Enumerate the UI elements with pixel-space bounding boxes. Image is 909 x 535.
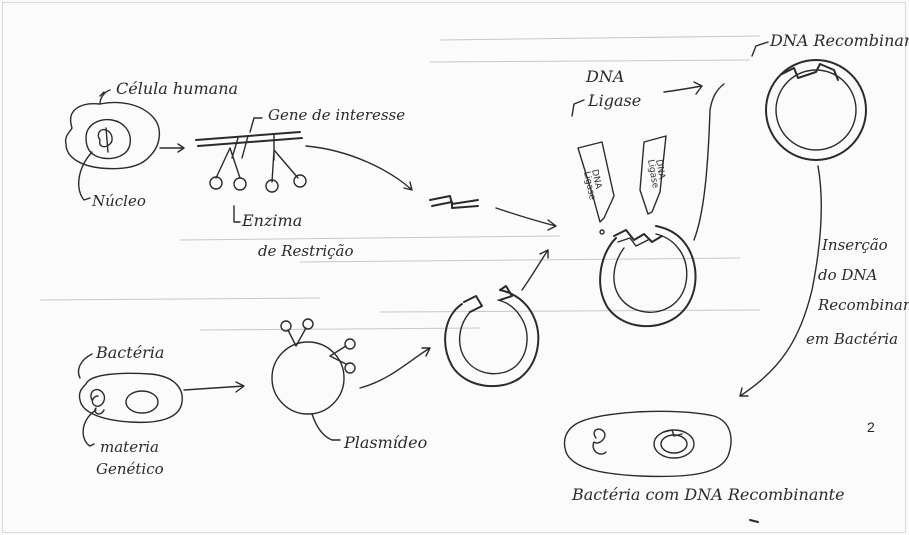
ligase-tube-1: DNA Ligase	[578, 142, 614, 234]
label-insercao-3: Recombinan	[817, 296, 909, 314]
label-plasmideo: Plasmídeo	[343, 433, 427, 452]
enzima-pointer	[234, 206, 240, 222]
gene-with-restriction-enzymes	[196, 132, 306, 192]
plasmid	[272, 319, 355, 414]
arrow-fragment-to-ligation	[496, 208, 556, 230]
arrow-ligase-to-recombinant	[664, 82, 702, 94]
label-materia-2: Genético	[96, 460, 164, 478]
label-enzima-1: Enzima	[241, 211, 302, 230]
label-dna-recombinante-top: DNA Recombinan	[769, 31, 909, 50]
label-ligase-title-1: DNA	[585, 67, 624, 86]
recombinant-plasmid	[766, 60, 866, 160]
arrow-insertion	[740, 166, 821, 396]
ink-mark	[750, 520, 758, 522]
arrow-bacteria-to-plasmid	[184, 382, 244, 392]
label-celula-humana: Célula humana	[116, 79, 238, 98]
ligase-pointer	[572, 100, 584, 116]
human-cell	[66, 103, 160, 169]
bacteria-cell	[79, 373, 182, 422]
page-number: 2	[867, 419, 875, 435]
label-bacteria: Bactéria	[95, 343, 164, 362]
label-nucleo: Núcleo	[91, 192, 146, 210]
arrow-open-to-ligation	[522, 250, 548, 290]
final-bacteria	[564, 411, 731, 476]
label-ligase-title-2: Ligase	[587, 91, 641, 110]
arrow-plasmid-to-open	[360, 348, 430, 388]
arrow-gene-to-fragment	[306, 146, 412, 190]
label-enzima-2: de Restrição	[258, 242, 354, 260]
bacteria-pointer	[79, 354, 93, 378]
label-bacteria-final: Bactéria com DNA Recombinante	[571, 485, 845, 504]
recombinante-pointer	[752, 42, 768, 56]
label-insercao-4: em Bactéria	[806, 330, 898, 348]
label-insercao-2: do DNA	[818, 266, 878, 284]
materia-pointer	[83, 410, 96, 446]
gene-fragment	[430, 196, 478, 208]
arrow-ligation-to-recombinant	[694, 84, 724, 240]
label-gene-interesse: Gene de interesse	[268, 106, 405, 124]
label-insercao-1: Inserção	[821, 236, 888, 254]
celula-pointer	[100, 90, 110, 104]
label-materia-1: materia	[100, 438, 159, 456]
open-plasmid	[445, 286, 538, 386]
nucleo-pointer	[79, 152, 92, 200]
plasmideo-pointer	[312, 414, 340, 440]
arrow-cell-to-gene	[160, 144, 184, 152]
gene-pointer	[250, 118, 262, 132]
ligase-tube-2: DNA Ligase	[640, 136, 666, 214]
